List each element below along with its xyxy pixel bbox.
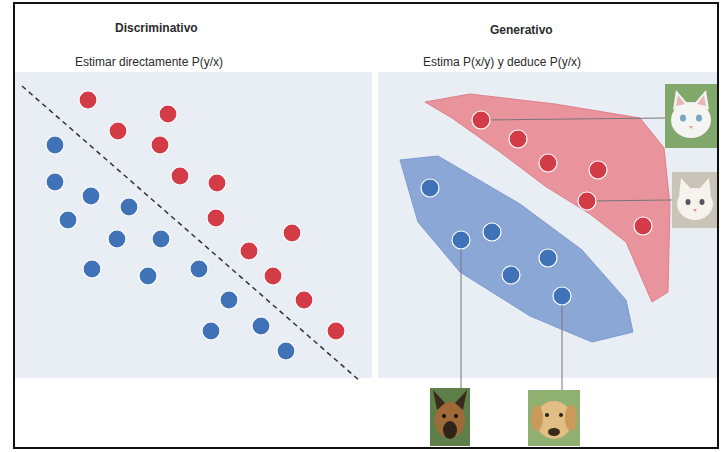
data-point [79, 91, 97, 109]
leader-lines [461, 118, 672, 390]
data-point [509, 130, 527, 148]
dog-photo [528, 390, 580, 446]
data-point [82, 187, 100, 205]
dog-photo [430, 388, 470, 446]
data-point [208, 174, 226, 192]
data-point [421, 179, 439, 197]
data-point [277, 342, 295, 360]
data-point [264, 267, 282, 285]
decision-boundary [22, 86, 360, 381]
panel: DiscriminativoEstimar directamente P(y/x… [15, 12, 372, 70]
data-point [502, 266, 520, 284]
data-point [109, 122, 127, 140]
panel-subtitle: Estima P(x/y) y deduce P(y/x) [423, 55, 581, 69]
data-point [83, 260, 101, 278]
data-point [283, 224, 301, 242]
data-point [483, 223, 501, 241]
data-point [152, 230, 170, 248]
data-point [472, 111, 490, 129]
data-point [151, 136, 169, 154]
panel-heading: Generativo [490, 23, 553, 37]
data-point [240, 242, 258, 260]
data-point [539, 154, 557, 172]
panel-heading: Discriminativo [115, 21, 198, 35]
right-dots [421, 111, 652, 305]
data-point [202, 322, 220, 340]
data-point [327, 322, 345, 340]
data-point [634, 217, 652, 235]
data-point [46, 136, 64, 154]
data-point [252, 317, 270, 335]
data-point [589, 161, 607, 179]
panel-ground [378, 72, 718, 378]
frame [14, 3, 718, 448]
data-point [139, 267, 157, 285]
data-point [220, 291, 238, 309]
left-dots [46, 91, 345, 360]
data-point [578, 192, 596, 210]
data-point [108, 230, 126, 248]
data-point [46, 173, 64, 191]
data-point [120, 198, 138, 216]
blue-class-region [400, 156, 633, 342]
data-point [190, 260, 208, 278]
data-point [539, 249, 557, 267]
data-point [452, 231, 470, 249]
panel-subtitle: Estimar directamente P(y/x) [75, 55, 223, 69]
data-point [59, 211, 77, 229]
panel: GenerativoEstima P(x/y) y deduce P(y/x) [378, 12, 718, 70]
data-point [295, 291, 313, 309]
data-point [553, 287, 571, 305]
cat-photo [665, 84, 717, 148]
panel-ground [15, 72, 372, 378]
cat-photo [672, 172, 717, 228]
data-point [159, 105, 177, 123]
data-point [171, 167, 189, 185]
data-point [207, 209, 225, 227]
